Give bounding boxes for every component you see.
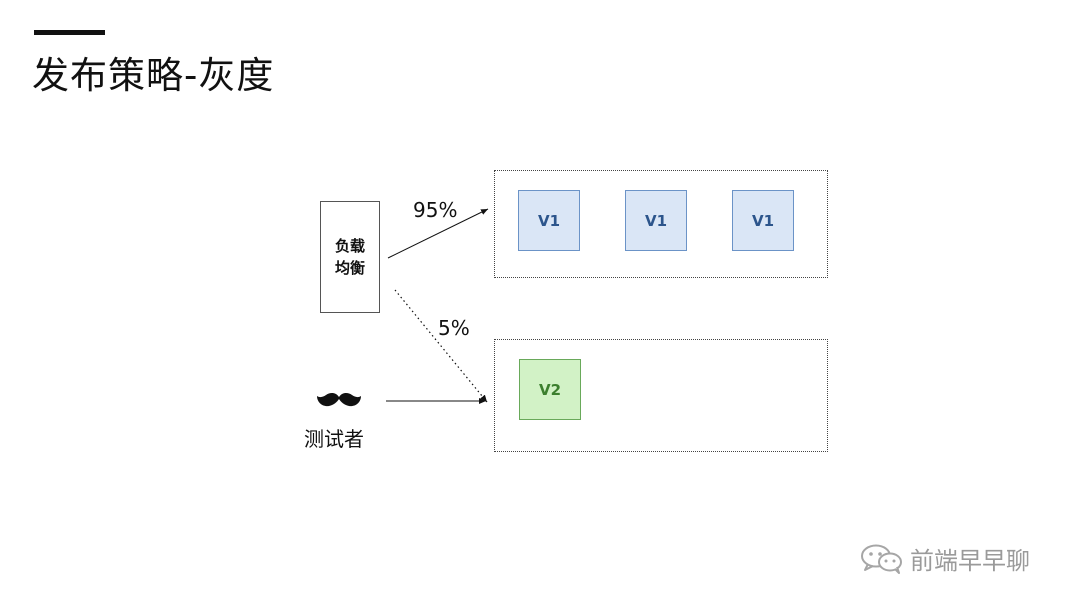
title-accent-bar bbox=[34, 30, 105, 35]
canary-traffic-percent: 5% bbox=[438, 316, 470, 340]
v1-node: V1 bbox=[518, 190, 580, 251]
mustache-icon bbox=[317, 392, 361, 407]
v1-node: V1 bbox=[732, 190, 794, 251]
primary-traffic-percent: 95% bbox=[413, 198, 458, 222]
load-balancer-label: 负载均衡 bbox=[334, 237, 365, 277]
v1-node: V1 bbox=[625, 190, 687, 251]
wechat-icon bbox=[861, 544, 902, 574]
primary-traffic-arrow bbox=[387, 208, 489, 259]
v2-node: V2 bbox=[519, 359, 581, 420]
load-balancer-box: 负载均衡 bbox=[320, 201, 380, 313]
page-title: 发布策略-灰度 bbox=[32, 54, 275, 97]
watermark: 前端早早聊 bbox=[860, 541, 1030, 576]
tester-label: 测试者 bbox=[304, 427, 364, 451]
canary-traffic-arrow bbox=[394, 289, 488, 403]
watermark-text: 前端早早聊 bbox=[910, 547, 1030, 575]
